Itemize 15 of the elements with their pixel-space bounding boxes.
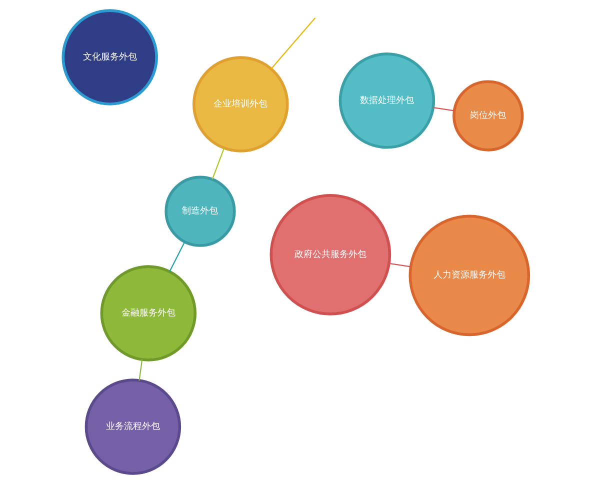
node-circle: 金融服务外包 xyxy=(100,265,196,362)
node-circle: 文化服务外包 xyxy=(61,9,158,106)
node-circle: 岗位外包 xyxy=(452,80,524,152)
connector xyxy=(168,242,185,272)
connector xyxy=(138,360,142,381)
node-circle: 政府公共服务外包 xyxy=(269,194,391,316)
node-circle: 数据处理外包 xyxy=(338,52,435,149)
node-circle: 制造外包 xyxy=(164,176,236,247)
connector xyxy=(432,107,454,112)
connector xyxy=(270,17,316,70)
node-circle: 人力资源服务外包 xyxy=(408,214,530,336)
node-circle: 业务流程外包 xyxy=(84,378,181,475)
connector xyxy=(388,262,410,268)
connector xyxy=(211,148,224,180)
node-circle: 企业培训外包 xyxy=(192,56,288,152)
